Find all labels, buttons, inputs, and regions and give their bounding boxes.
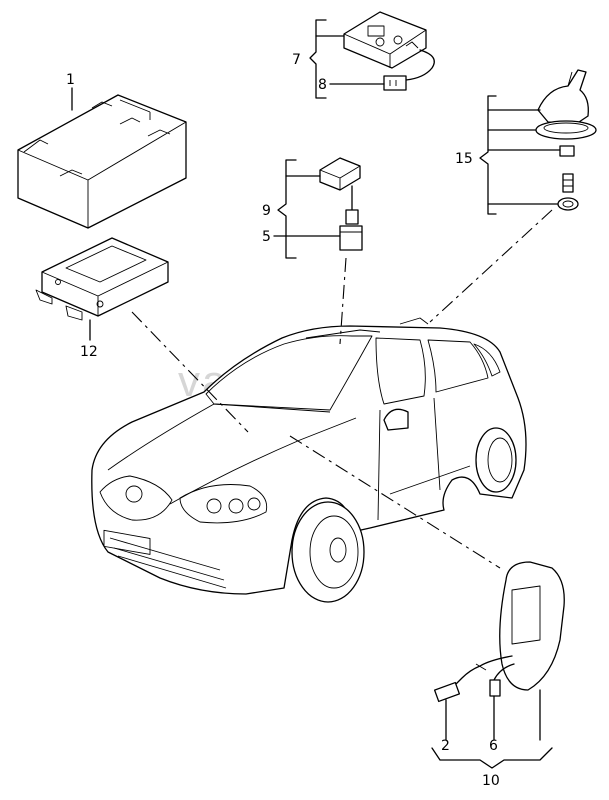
- bracket-15: [479, 95, 497, 215]
- control-panel-unit: [343, 11, 435, 91]
- callout-1: 1: [66, 72, 75, 88]
- bracket-9: [277, 159, 297, 259]
- vehicle-illustration: [91, 317, 527, 603]
- sensor-with-plug: [319, 157, 363, 251]
- callout-8: 8: [318, 77, 327, 93]
- bumper-sensor-module: [433, 561, 565, 703]
- callout-9: 9: [262, 203, 271, 219]
- control-unit-box: [17, 94, 187, 229]
- roof-antenna-assembly: [535, 69, 597, 211]
- callout-10: 10: [482, 773, 500, 789]
- callout-7: 7: [292, 52, 301, 68]
- leader-15-to-car: [429, 209, 553, 323]
- bracket-10: [431, 747, 553, 769]
- flat-control-module: [35, 237, 169, 321]
- callout-6: 6: [489, 738, 498, 754]
- callout-2: 2: [441, 738, 450, 754]
- callout-12: 12: [80, 344, 98, 360]
- callout-5: 5: [262, 229, 271, 245]
- callout-15: 15: [455, 151, 473, 167]
- bracket-7: [309, 19, 327, 99]
- leader-12-to-car: [131, 311, 249, 433]
